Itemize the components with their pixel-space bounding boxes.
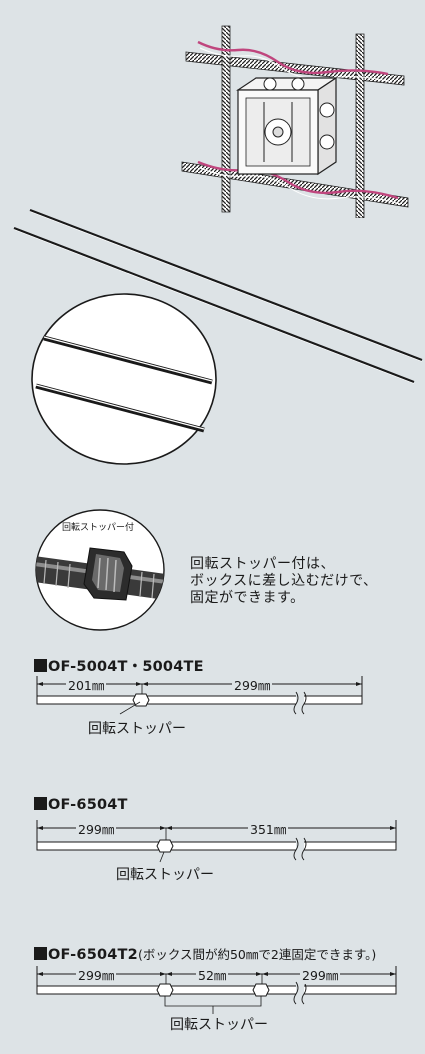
rotating-stopper-illustration [35, 509, 165, 631]
stopper-label: 回転ストッパー [170, 1017, 268, 1033]
stopper-label: 回転ストッパー [88, 721, 186, 737]
model-heading: OF-6504T [34, 797, 128, 813]
stopper-caption-line: ボックスに差し込むだけで、 [190, 573, 378, 589]
square-bullet-icon [34, 659, 47, 672]
dimension-label: 52㎜ [196, 965, 229, 984]
dimension-label: 299㎜ [232, 675, 273, 694]
dimension-label: 351㎜ [248, 819, 289, 838]
fixing-rod-illustration [13, 208, 423, 384]
model-name: OF-6504T2 [48, 947, 138, 963]
dimension-label: 201㎜ [66, 675, 107, 694]
dimension-diagram [36, 820, 397, 863]
model-name: OF-6504T [48, 797, 128, 813]
junction-box-illustration [181, 25, 409, 218]
stopper-caption-line: 固定ができます。 [190, 590, 305, 606]
dimension-label: 299㎜ [76, 965, 117, 984]
dimension-diagram [36, 676, 363, 715]
square-bullet-icon [34, 947, 47, 960]
model-heading: OF-5004T・5004TE [34, 655, 204, 676]
dimension-label: 299㎜ [76, 819, 117, 838]
stopper-caption: 回転ストッパー付は、 ボックスに差し込むだけで、 固定ができます。 [190, 556, 378, 607]
model-heading: OF-6504T2(ボックス間が約50㎜で2連固定できます。) [34, 944, 376, 963]
stopper-badge: 回転ストッパー付 [62, 523, 135, 533]
rod-closeup-illustration [31, 293, 217, 465]
square-bullet-icon [34, 797, 47, 810]
dimension-label: 299㎜ [300, 965, 341, 984]
model-note: (ボックス間が約50㎜で2連固定できます。) [137, 947, 377, 962]
model-name: OF-5004T・5004TE [48, 659, 204, 675]
stopper-label: 回転ストッパー [116, 867, 214, 883]
stopper-caption-line: 回転ストッパー付は、 [190, 556, 335, 572]
